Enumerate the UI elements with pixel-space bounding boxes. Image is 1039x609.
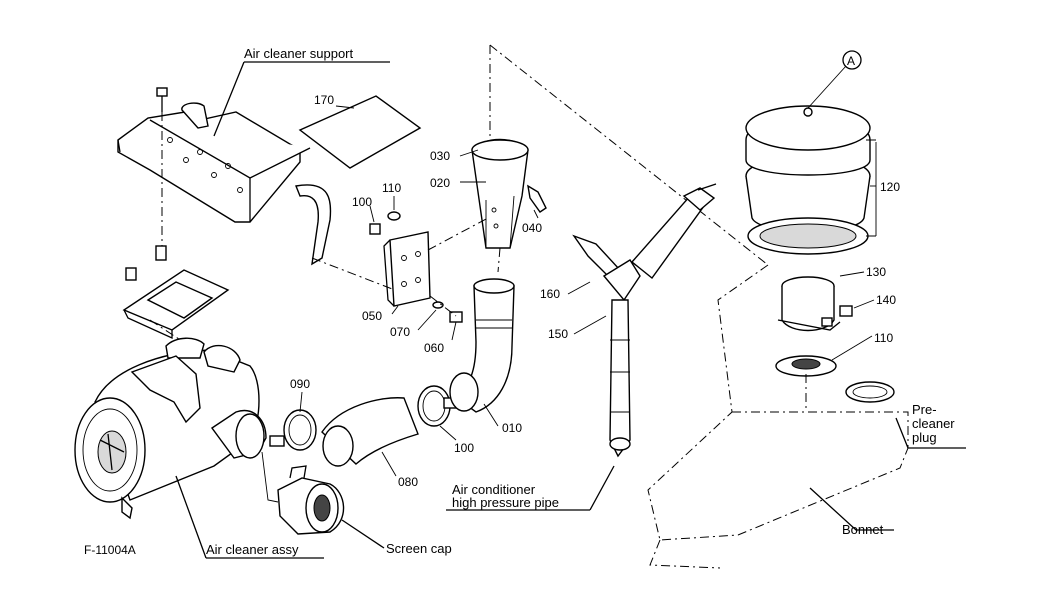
air-cleaner-assy (74, 337, 267, 520)
part-number-120: 120 (880, 180, 900, 194)
part-number-100-upper: 100 (352, 195, 372, 209)
reference-circle-a (842, 50, 862, 70)
ac-pipe-assembly (572, 183, 717, 458)
pre-cleaner-plug (845, 381, 895, 403)
part-number-130: 130 (866, 265, 886, 279)
part-number-160: 160 (540, 287, 560, 301)
air-cleaner-120 (745, 105, 871, 255)
part-number-140: 140 (876, 293, 896, 307)
part-number-170: 170 (314, 93, 334, 107)
clamp-090 (269, 409, 317, 451)
label-pre-cleaner-line2: cleaner (912, 416, 955, 431)
part-number-070: 070 (390, 325, 410, 339)
figure-code: F-11004A (84, 543, 136, 557)
part-number-110-right: 110 (874, 331, 893, 345)
mounting-plate (122, 245, 230, 340)
label-pre-cleaner-line1: Pre- (912, 402, 937, 417)
part-number-010: 010 (502, 421, 522, 435)
part-number-100-lower: 100 (454, 441, 474, 455)
clamp-100 (417, 385, 457, 427)
part-number-060: 060 (424, 341, 444, 355)
label-screen-cap: Screen cap (386, 541, 452, 556)
leader-lines (175, 61, 966, 559)
part-number-020: 020 (430, 176, 450, 190)
reference-circle-a-label: A (847, 54, 855, 68)
elbow-pipe-010 (449, 278, 515, 413)
duct-130 (777, 276, 853, 332)
part-number-080: 080 (398, 475, 418, 489)
screen-cap (277, 465, 345, 535)
part-number-050: 050 (362, 309, 382, 323)
part-number-110-left: 110 (382, 181, 401, 195)
part-number-090: 090 (290, 377, 310, 391)
bracket-020 (471, 138, 547, 249)
bracket-050 (369, 211, 463, 323)
label-air-cleaner-assy: Air cleaner assy (206, 542, 299, 557)
label-air-cleaner-support: Air cleaner support (244, 46, 353, 61)
label-pre-cleaner-line3: plug (912, 430, 937, 445)
washer-110 (775, 355, 837, 377)
label-ac-pipe-line2: high pressure pipe (452, 495, 559, 510)
part-number-030: 030 (430, 149, 450, 163)
part-number-040: 040 (522, 221, 542, 235)
part-number-150: 150 (548, 327, 568, 341)
label-ac-pipe-line1: Air conditioner (452, 482, 536, 497)
label-bonnet: Bonnet (842, 522, 884, 537)
air-cleaner-support (117, 87, 332, 266)
hose-080 (321, 397, 419, 467)
